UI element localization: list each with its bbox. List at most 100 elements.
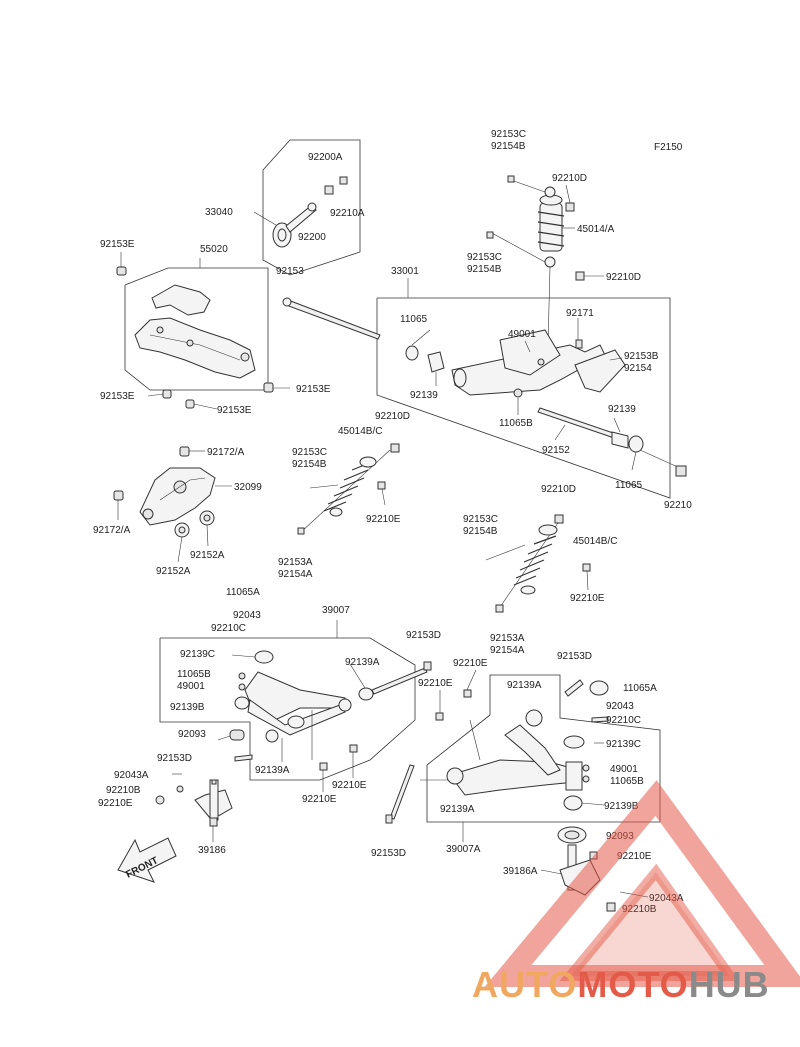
group-box-39007 (159, 637, 416, 781)
front-shock-left-45014B (297, 443, 400, 535)
label-92210E-g: 92210E (302, 794, 337, 805)
group-box-33001 (376, 297, 671, 499)
label-92153D-c: 92153D (557, 651, 592, 662)
label-92139A-d: 92139A (440, 804, 475, 815)
knuckle-left-39186 (155, 773, 233, 842)
label-92200A: 92200A (308, 152, 343, 163)
label-92153E-c: 92153E (296, 384, 331, 395)
label-92093-a: 92093 (178, 729, 206, 740)
label-92153C-d: 92153C (463, 514, 498, 525)
label-92139B-a: 92139B (170, 702, 205, 713)
label-92210D-c: 92210D (375, 411, 410, 422)
label-92043-b: 92043 (606, 701, 634, 712)
rear-shock-45014 (486, 175, 604, 346)
label-11065-a: 11065 (400, 314, 428, 325)
label-49001-a: 49001 (508, 329, 536, 340)
label-92210A: 92210A (330, 208, 365, 219)
label-92153C-a: 92153C (491, 129, 526, 140)
label-39186A: 39186A (503, 866, 538, 877)
watermark-auto: AUTO (472, 964, 578, 1005)
label-92210C-a: 92210C (211, 623, 246, 634)
label-92139C-b: 92139C (606, 739, 641, 750)
front-shock-right-45014B (485, 514, 591, 613)
label-92043A-a: 92043A (114, 770, 149, 781)
label-92200: 92200 (298, 232, 326, 243)
watermark-hub: HUB (688, 964, 770, 1005)
figure-code: F2150 (654, 142, 683, 153)
label-92210E-a: 92210E (366, 514, 401, 525)
label-11065A-b: 11065A (623, 683, 657, 694)
label-92210D-b: 92210D (606, 272, 641, 283)
label-92043-a: 92043 (233, 610, 261, 621)
label-92154B-b: 92154B (467, 264, 502, 275)
label-92153A-b: 92153A (490, 633, 525, 644)
watermark-moto: MOTO (577, 964, 689, 1005)
bracket-32099 (113, 446, 232, 563)
front-direction-arrow: FRONT (117, 837, 177, 883)
label-33040: 33040 (205, 207, 233, 218)
label-92153D-d: 92153D (371, 848, 406, 859)
label-11065B-b: 11065B (177, 669, 211, 680)
label-92154A-a: 92154A (278, 569, 313, 580)
label-92154B-d: 92154B (463, 526, 498, 537)
label-92153: 92153 (276, 266, 304, 277)
label-11065B-c: 11065B (610, 776, 644, 787)
label-92153A-a: 92153A (278, 557, 313, 568)
label-11065A-a: 11065A (226, 587, 260, 598)
label-92210E-f: 92210E (98, 798, 133, 809)
automotohub-logo (484, 780, 800, 987)
label-11065-b: 11065 (615, 480, 643, 491)
label-92153E-d: 92153E (217, 405, 252, 416)
label-92210E-c: 92210E (453, 658, 488, 669)
label-49001-b: 49001 (177, 681, 205, 692)
adjuster-33040 (253, 176, 348, 248)
label-92139-a: 92139 (410, 390, 438, 401)
label-92210E-d: 92210E (418, 678, 453, 689)
group-box-33040 (262, 139, 361, 276)
label-92154B-c: 92154B (292, 459, 327, 470)
label-92139A-c: 92139A (255, 765, 290, 776)
label-92153E-a: 92153E (100, 239, 135, 250)
label-55020: 55020 (200, 244, 228, 255)
label-92210B-a: 92210B (106, 785, 141, 796)
label-45014A: 45014/A (577, 224, 615, 235)
label-92152A-b: 92152A (156, 566, 191, 577)
label-92043A-b: 92043A (649, 893, 684, 904)
label-92210E-e: 92210E (332, 780, 367, 791)
label-92172A-b: 92172/A (93, 525, 131, 536)
label-92152: 92152 (542, 445, 570, 456)
label-92154A-b: 92154A (490, 645, 525, 656)
label-92139A-b: 92139A (507, 680, 542, 691)
label-92153D-a: 92153D (406, 630, 441, 641)
label-11065B-a: 11065B (499, 418, 533, 429)
label-92154B-a: 92154B (491, 141, 526, 152)
label-32099: 32099 (234, 482, 262, 493)
guard-55020 (134, 284, 256, 379)
label-33001: 33001 (391, 266, 419, 277)
label-92172A-a: 92172/A (207, 447, 245, 458)
label-45014BC-b: 45014B/C (573, 536, 617, 547)
label-92153B: 92153B (624, 351, 659, 362)
label-92139C-a: 92139C (180, 649, 215, 660)
label-92153C-b: 92153C (467, 252, 502, 263)
label-92210D-a: 92210D (552, 173, 587, 184)
group-box-39007A (426, 674, 661, 823)
label-92139B-b: 92139B (604, 801, 639, 812)
label-92154: 92154 (624, 363, 652, 374)
label-92153E-b: 92153E (100, 391, 135, 402)
label-39007: 39007 (322, 605, 350, 616)
label-49001-c: 49001 (610, 764, 638, 775)
watermark-text: AUTOMOTOHUB (472, 964, 770, 1006)
swingarm-33001 (282, 297, 687, 477)
label-39186: 39186 (198, 845, 226, 856)
label-92153C-c: 92153C (292, 447, 327, 458)
label-92139A-a: 92139A (345, 657, 380, 668)
a-arm-left-39007 (217, 650, 432, 792)
label-92210D-d: 92210D (541, 484, 576, 495)
label-92210B-b: 92210B (622, 904, 657, 915)
label-92210: 92210 (664, 500, 692, 511)
label-92153D-b: 92153D (157, 753, 192, 764)
label-92171: 92171 (566, 308, 594, 319)
label-92210C-b: 92210C (606, 715, 641, 726)
a-arm-right-39007A (385, 669, 609, 824)
